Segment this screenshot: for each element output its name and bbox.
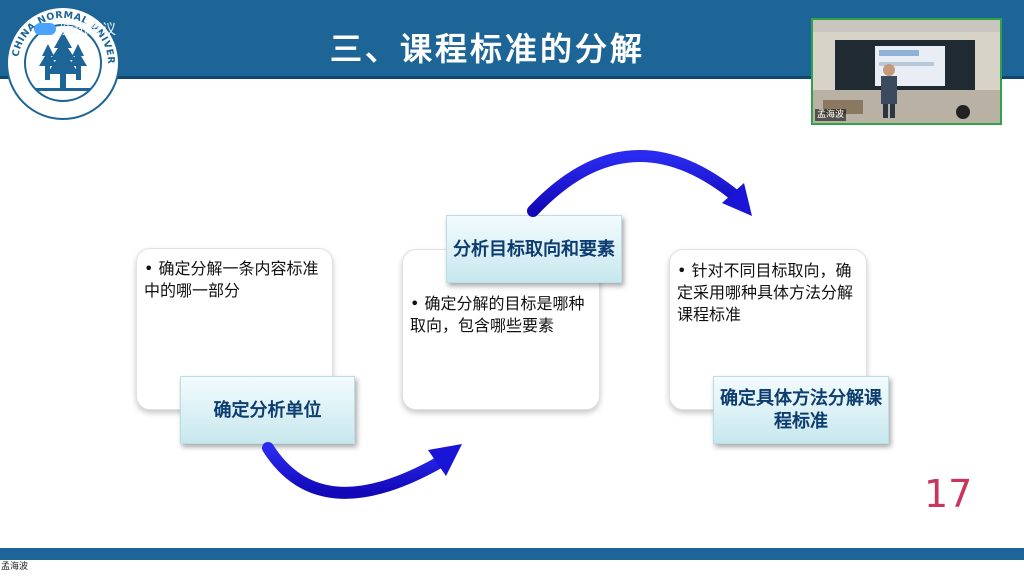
step-1-label: 确定分析单位 xyxy=(180,376,355,444)
participant-video-thumbnail[interactable]: 孟海波 xyxy=(811,18,1002,125)
slide-title: 三、课程标准的分解 xyxy=(330,30,646,68)
university-seal-icon: EAST CHINA NORMAL UNIVERSITY xyxy=(4,4,120,120)
step-3-bullet: • 针对不同目标取向，确定采用哪种具体方法分解课程标准 xyxy=(677,261,854,324)
step-2-bullet: • 确定分解的目标是哪种取向，包含哪些要素 xyxy=(410,294,585,335)
meeting-app-name: 腾讯会议 xyxy=(60,22,116,38)
slide-footer-band xyxy=(0,548,1024,560)
arrow-step-2-to-3 xyxy=(527,150,752,217)
speaker-name-label: 孟海波 xyxy=(1,562,29,572)
participant-name-tag: 孟海波 xyxy=(815,109,847,121)
slide-page-number: 17 xyxy=(924,472,973,516)
step-2-label: 分析目标取向和要素 xyxy=(446,215,622,283)
step-1-bullet: • 确定分解一条内容标准中的哪一部分 xyxy=(144,259,319,300)
meeting-app-icon xyxy=(34,23,56,35)
step-3-label: 确定具体方法分解课程标准 xyxy=(713,376,889,444)
meeting-app-label: 腾讯会议 xyxy=(34,20,116,38)
classroom-video-frame xyxy=(813,20,1000,123)
arrow-step-1-to-2 xyxy=(262,442,462,499)
